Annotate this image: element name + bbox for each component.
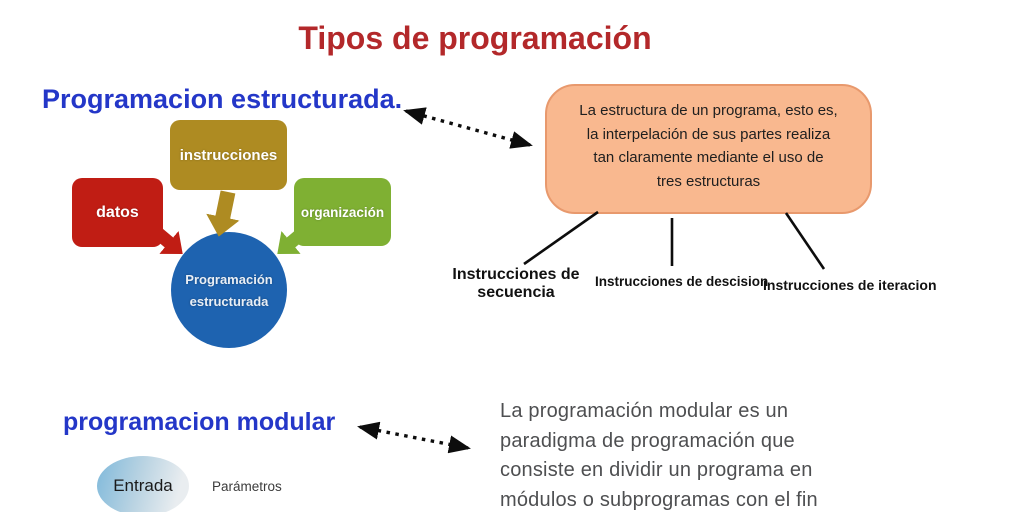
- cluster-box-instrucciones: instrucciones: [170, 120, 287, 190]
- modular-paragraph-line: consiste en dividir un programa en: [500, 459, 813, 481]
- structured-heading: Programacion estructurada.: [42, 84, 403, 114]
- modular-paragraph-line: módulos o subprogramas con el fin: [500, 488, 818, 511]
- parametros-label: Parámetros: [212, 479, 282, 494]
- entrada-label: Entrada: [113, 476, 173, 495]
- cluster-box-datos-label: datos: [96, 203, 139, 221]
- modular-heading: programacion modular: [63, 408, 336, 436]
- definition-callout: La estructura de un programa, esto es, l…: [545, 84, 872, 214]
- structured-dotted-arrow: [403, 107, 533, 149]
- definition-line: La estructura de un programa, esto es,: [579, 102, 838, 119]
- cluster-box-organizacion: organización: [294, 178, 391, 246]
- cluster-box-organizacion-label: organización: [300, 204, 385, 220]
- cluster-circle-programacion-estructurada: Programación estructurada: [171, 232, 287, 348]
- cluster-box-instrucciones-label: instrucciones: [179, 146, 278, 164]
- cluster-arrow-instrucciones: [206, 190, 240, 237]
- definition-line: tan claramente mediante el uso de: [593, 149, 824, 166]
- branch-label-iteracion: Instrucciones de iteracion: [763, 277, 937, 293]
- page-title: Tipos de programación: [298, 20, 652, 56]
- branch-line-secuencia: [523, 210, 599, 266]
- modular-paragraph-line: La programación modular es un: [500, 400, 789, 422]
- definition-line: la interpelación de sus partes realiza: [586, 125, 831, 143]
- cluster-box-datos: datos: [72, 178, 163, 247]
- branch-label-secuencia: Instrucciones de secuencia: [452, 266, 580, 301]
- circle-label-line1: Programación: [185, 271, 273, 287]
- modular-paragraph: La programación modular es un paradigma …: [500, 397, 820, 512]
- modular-dotted-arrow: [357, 421, 471, 454]
- definition-line: tres estructuras: [656, 172, 761, 190]
- branch-line-iteracion: [784, 212, 826, 270]
- modular-paragraph-line: paradigma de programación que: [500, 429, 795, 452]
- branch-label-descision: Instrucciones de descision: [595, 274, 769, 289]
- entrada-ellipse: Entrada: [97, 456, 189, 512]
- circle-label-line2: estructurada: [189, 293, 269, 309]
